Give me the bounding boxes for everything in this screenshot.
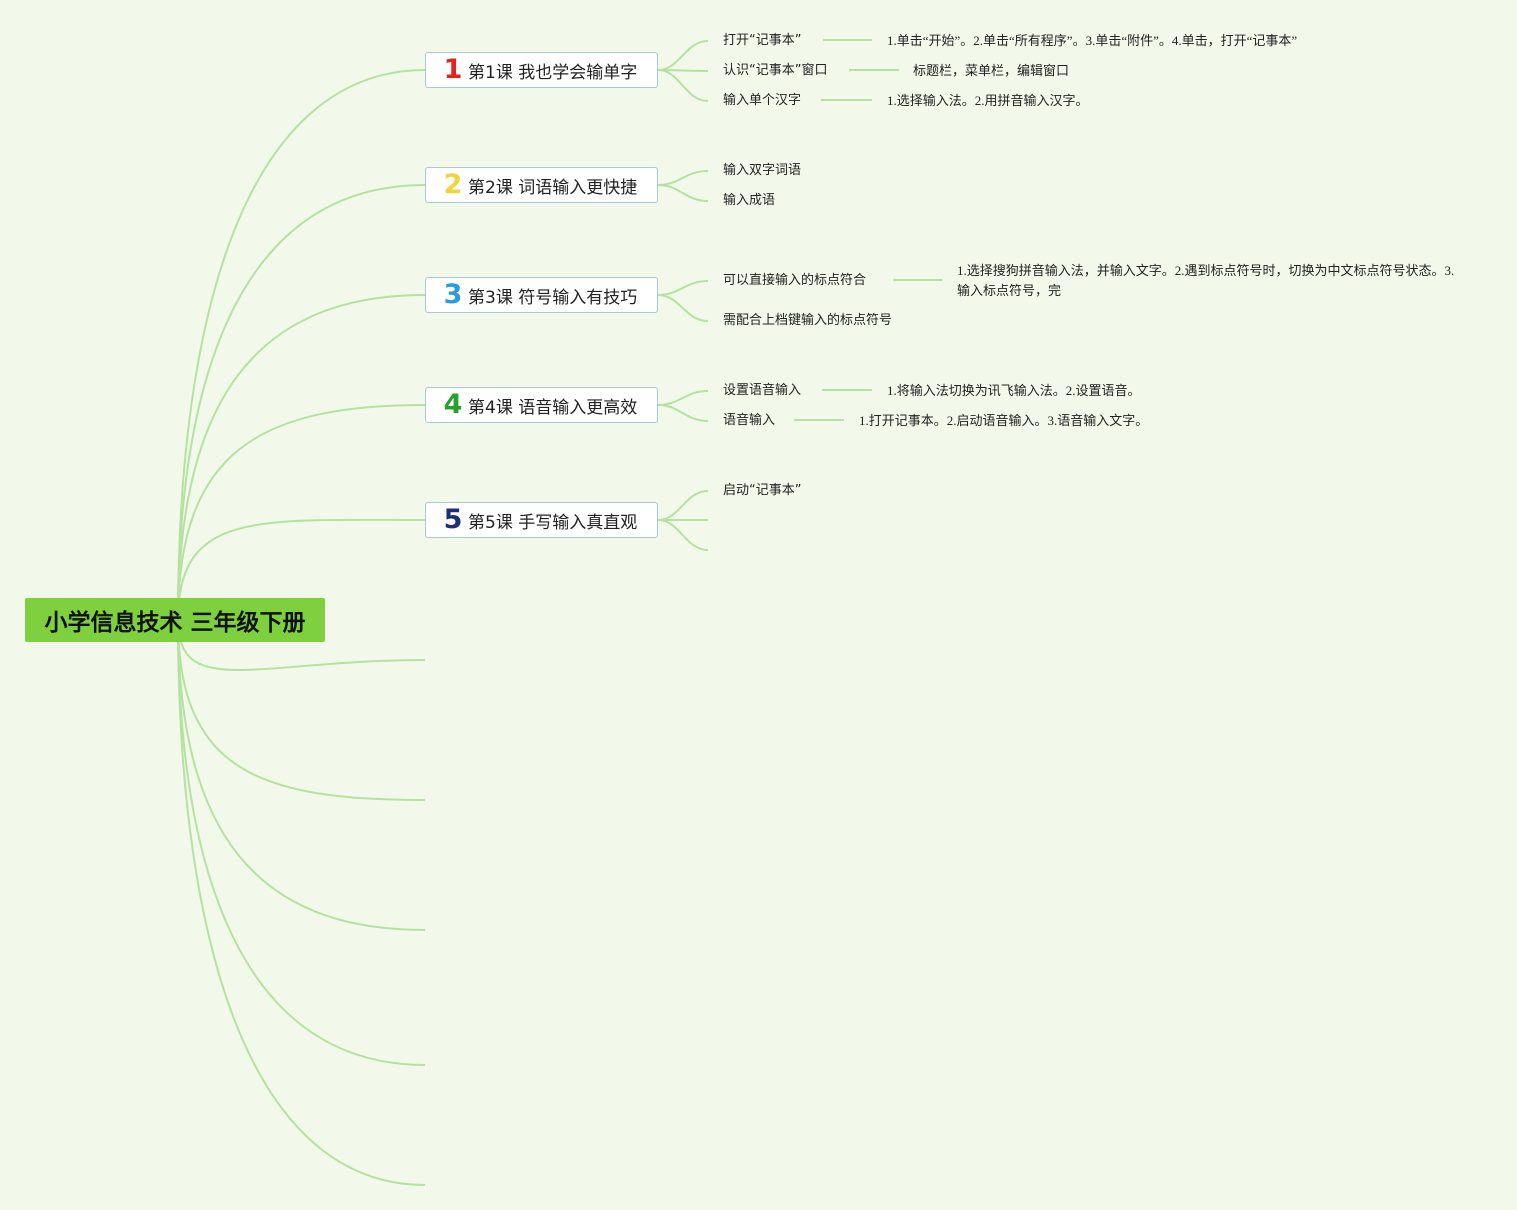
detail-node[interactable]: 1.将输入法切换为讯飞输入法。2.设置语音。 (887, 383, 1141, 398)
topic-node[interactable]: 输入成语 (723, 193, 776, 208)
root-connector (177, 69, 426, 621)
topic-connector (657, 40, 709, 71)
detail-node[interactable]: 1.选择搜狗拼音输入法，并输入文字。2.遇到标点符号时，切换为中文标点符号状态。… (957, 263, 1455, 298)
topic-connector (657, 404, 709, 422)
lesson-number-icon: 4 (443, 388, 463, 420)
lesson-node-4[interactable]: 4 第4课 语音输入更高效 (425, 387, 658, 423)
topic-node[interactable]: 语音输入 (723, 413, 776, 428)
lesson-number-icon: 3 (443, 278, 463, 310)
lesson-node-5[interactable]: 5 第5课 手写输入真直观 (425, 502, 658, 538)
root-connector (177, 619, 426, 801)
lesson-label: 第4课 语音输入更高效 (468, 397, 638, 418)
lesson-label: 第1课 我也学会输单字 (468, 62, 638, 83)
root-connector (177, 619, 426, 1066)
lesson-number-icon: 2 (443, 168, 463, 200)
root-connector (177, 619, 426, 1186)
lesson-label: 第5课 手写输入真直观 (468, 512, 638, 533)
topic-connector (657, 280, 709, 296)
topic-node[interactable]: 启动“记事本” (723, 483, 802, 498)
lesson-node-1[interactable]: 1 第1课 我也学会输单字 (425, 52, 658, 88)
root-node[interactable]: 小学信息技术 三年级下册 (25, 598, 325, 642)
topic-node[interactable]: 输入单个汉字 (723, 93, 802, 108)
lesson-number-icon: 5 (443, 503, 463, 535)
topic-connector (657, 490, 709, 521)
topic-node[interactable]: 认识“记事本”窗口 (723, 63, 828, 78)
topic-node[interactable]: 需配合上档键输入的标点符号 (723, 313, 893, 328)
detail-node[interactable]: 1.打开记事本。2.启动语音输入。3.语音输入文字。 (859, 413, 1149, 428)
lesson-node-3[interactable]: 3 第3课 符号输入有技巧 (425, 277, 658, 313)
topic-connector (657, 390, 709, 406)
topic-connector (657, 170, 709, 186)
root-connector (177, 404, 426, 621)
topic-node[interactable]: 打开“记事本” (723, 33, 802, 48)
topic-connector (657, 184, 709, 202)
detail-node[interactable]: 1.选择输入法。2.用拼音输入汉字。 (887, 93, 1089, 108)
root-connector (177, 518, 426, 621)
root-connector (177, 619, 426, 671)
root-connector (177, 294, 426, 621)
lesson-label: 第3课 符号输入有技巧 (468, 287, 638, 308)
detail-node[interactable]: 标题栏，菜单栏，编辑窗口 (913, 63, 1070, 78)
topic-node[interactable]: 输入双字词语 (723, 163, 802, 178)
topic-connector (657, 519, 709, 551)
lesson-number-icon: 1 (443, 53, 463, 85)
lesson-node-2[interactable]: 2 第2课 词语输入更快捷 (425, 167, 658, 203)
topic-connector (657, 294, 709, 322)
topic-connector (657, 69, 709, 102)
root-title: 小学信息技术 三年级下册 (44, 610, 306, 636)
topic-node[interactable]: 设置语音输入 (723, 383, 802, 398)
topic-node[interactable]: 可以直接输入的标点符合 (723, 273, 867, 288)
root-connector (177, 184, 426, 621)
lesson-label: 第2课 词语输入更快捷 (468, 177, 638, 198)
detail-node[interactable]: 1.单击“开始”。2.单击“所有程序”。3.单击“附件”。4.单击，打开“记事本… (887, 33, 1298, 48)
root-connector (177, 619, 426, 931)
